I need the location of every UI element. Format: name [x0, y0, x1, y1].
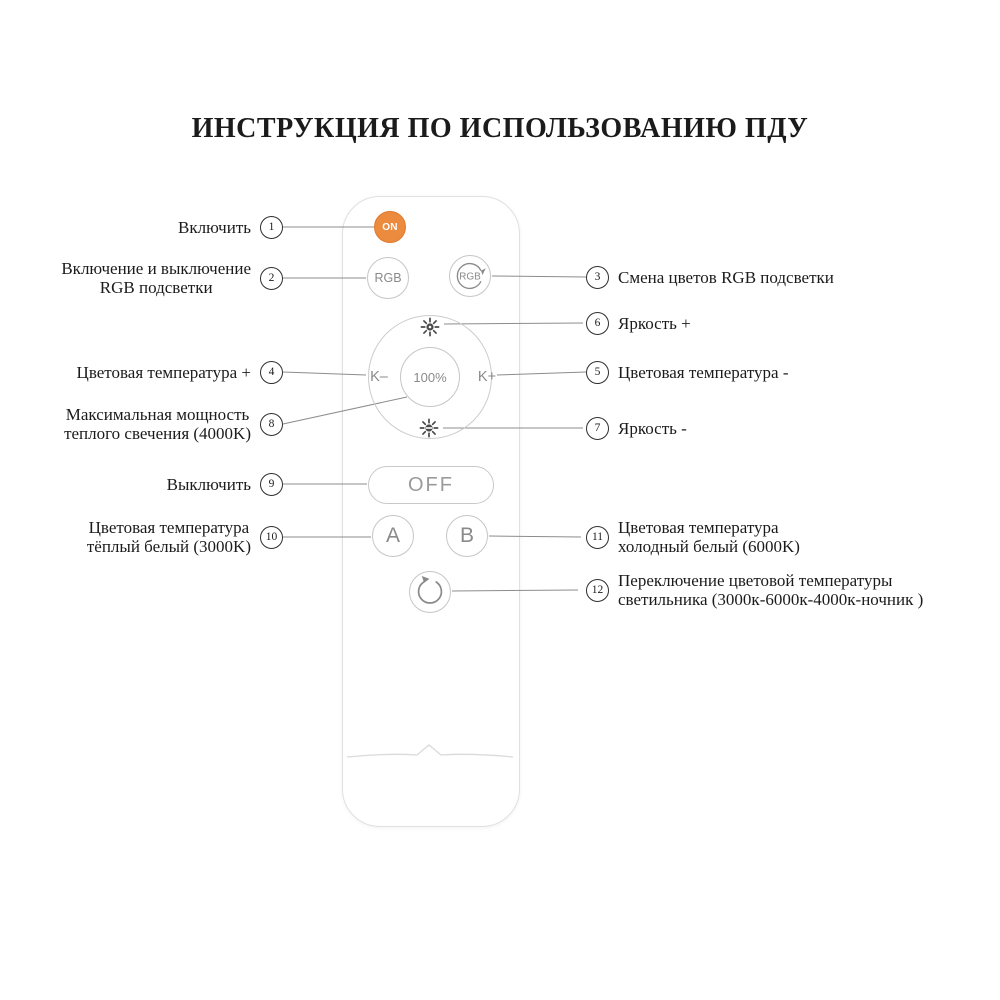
- callout-temp-cycle-label: Переключение цветовой температуры светил…: [618, 571, 924, 609]
- brightness-down-icon: [419, 418, 439, 438]
- callout-cold-white: 11 Цветовая температура холодный белый (…: [586, 513, 996, 561]
- color-temp-dial-ring: [368, 315, 492, 439]
- rgb-toggle-button[interactable]: RGB: [367, 257, 409, 299]
- callout-full-power-label: Максимальная мощность теплого свечения (…: [64, 405, 251, 443]
- callout-rgb-toggle-label: Включение и выключение RGB подсветки: [61, 259, 251, 297]
- callout-warm-white-label: Цветовая температура тёплый белый (3000K…: [86, 518, 251, 556]
- power-off-label: OFF: [408, 473, 454, 496]
- callout-brightness-down-number: 7: [586, 416, 609, 440]
- preset-b-label: B: [459, 524, 474, 547]
- power-on-label: ON: [382, 221, 398, 233]
- callout-temp-cycle-number: 12: [586, 578, 609, 602]
- page-title: ИНСТРУКЦИЯ ПО ИСПОЛЬЗОВАНИЮ ПДУ: [191, 113, 809, 144]
- color-temp-plus-button[interactable]: K+: [470, 366, 504, 388]
- rgb-toggle-label: RGB: [374, 271, 402, 285]
- color-temp-plus-label: K+: [477, 369, 497, 385]
- callout-color-temp-minus-number: 5: [586, 360, 609, 384]
- svg-text:RGB: RGB: [459, 271, 481, 282]
- brightness-up-icon: [420, 317, 440, 337]
- remote-control-body: [342, 196, 520, 827]
- callout-power-on-label: Включить: [178, 217, 251, 237]
- callout-power-off-number: 9: [260, 472, 283, 496]
- callout-color-temp-minus: 5 Цветовая температура -: [586, 348, 996, 396]
- preset-a-label: A: [385, 524, 400, 547]
- callout-power-off: Выключить 9: [28, 460, 283, 508]
- callout-brightness-down: 7 Яркость -: [586, 404, 996, 452]
- callout-brightness-down-label: Яркость -: [618, 418, 687, 438]
- power-off-button[interactable]: OFF: [368, 466, 494, 504]
- preset-a-button[interactable]: A: [372, 515, 414, 557]
- color-temp-minus-button[interactable]: K–: [362, 366, 396, 388]
- cycle-arrow-icon: [417, 576, 443, 604]
- callout-brightness-up: 6 Яркость +: [586, 299, 996, 347]
- brightness-down-button[interactable]: [417, 417, 441, 439]
- callout-rgb-cycle-number: 3: [586, 265, 609, 289]
- callout-temp-cycle: 12 Переключение цветовой температуры све…: [586, 566, 996, 614]
- callout-brightness-up-number: 6: [586, 311, 609, 335]
- callout-warm-white: Цветовая температура тёплый белый (3000K…: [28, 513, 283, 561]
- callout-color-temp-plus-label: Цветовая температура +: [76, 362, 251, 382]
- color-temp-minus-label: K–: [370, 369, 388, 385]
- color-temp-cycle-button[interactable]: [409, 571, 451, 613]
- preset-b-button[interactable]: B: [446, 515, 488, 557]
- power-on-button[interactable]: ON: [374, 211, 406, 243]
- callout-rgb-cycle: 3 Смена цветов RGB подсветки: [586, 253, 996, 301]
- callout-rgb-toggle-number: 2: [260, 266, 283, 290]
- rgb-cycle-button[interactable]: RGB: [449, 255, 491, 297]
- callout-rgb-toggle: Включение и выключение RGB подсветки 2: [28, 254, 283, 302]
- callout-rgb-cycle-label: Смена цветов RGB подсветки: [618, 267, 834, 287]
- callout-full-power-number: 8: [260, 412, 283, 436]
- callout-power-off-label: Выключить: [166, 474, 251, 494]
- callout-cold-white-number: 11: [586, 525, 609, 549]
- rgb-cycle-icon: RGB: [456, 262, 486, 290]
- callout-color-temp-minus-label: Цветовая температура -: [618, 362, 789, 382]
- full-power-button[interactable]: 100%: [400, 347, 460, 407]
- callout-power-on-number: 1: [260, 215, 283, 239]
- brightness-up-button[interactable]: [418, 316, 442, 338]
- callout-warm-white-number: 10: [260, 525, 283, 549]
- full-power-label: 100%: [413, 369, 447, 385]
- callout-cold-white-label: Цветовая температура холодный белый (600…: [618, 518, 800, 556]
- callout-power-on: Включить 1: [28, 203, 283, 251]
- callout-full-power: Максимальная мощность теплого свечения (…: [28, 400, 283, 448]
- callout-brightness-up-label: Яркость +: [618, 313, 691, 333]
- callout-color-temp-plus-number: 4: [260, 360, 283, 384]
- callout-color-temp-plus: Цветовая температура + 4: [28, 348, 283, 396]
